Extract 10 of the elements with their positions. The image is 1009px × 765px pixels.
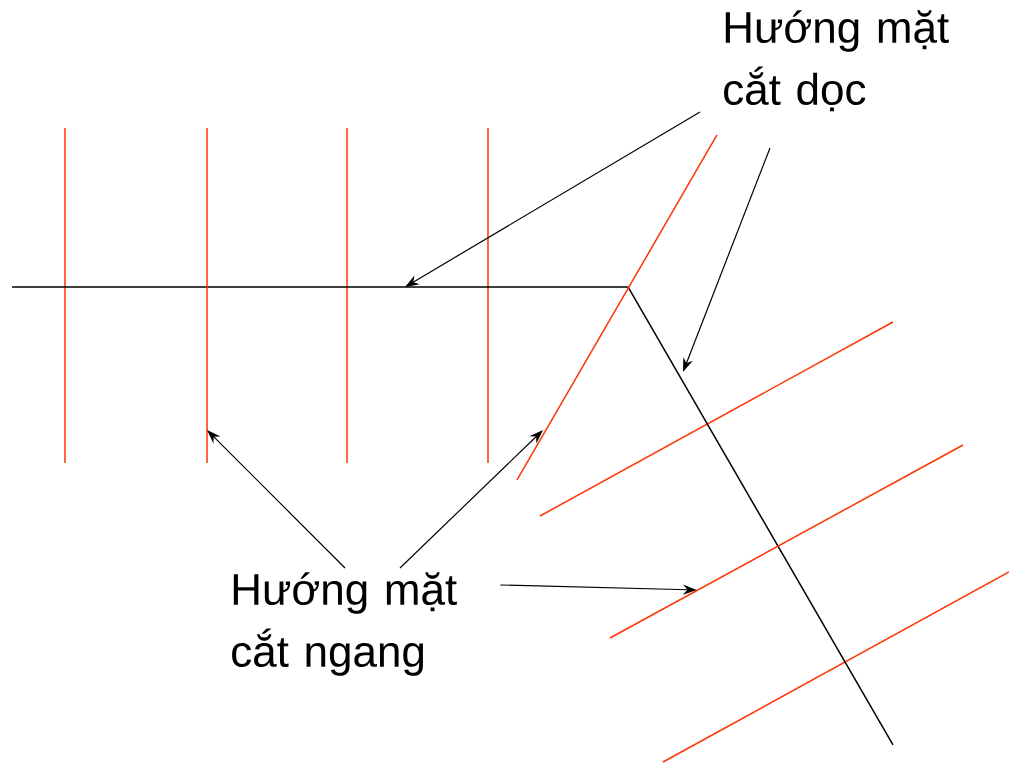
leader-line bbox=[207, 430, 346, 569]
section-line bbox=[609, 444, 964, 639]
label-text: Hướng mặt cắt ngang bbox=[232, 572, 457, 676]
section-line bbox=[206, 127, 208, 464]
label-text: Hướng mặt cắt dọc bbox=[724, 10, 949, 112]
axis-line bbox=[627, 286, 894, 746]
leader-line bbox=[399, 430, 543, 569]
section-line bbox=[516, 134, 718, 481]
leader-line bbox=[405, 111, 701, 287]
axis-line bbox=[11, 286, 629, 288]
